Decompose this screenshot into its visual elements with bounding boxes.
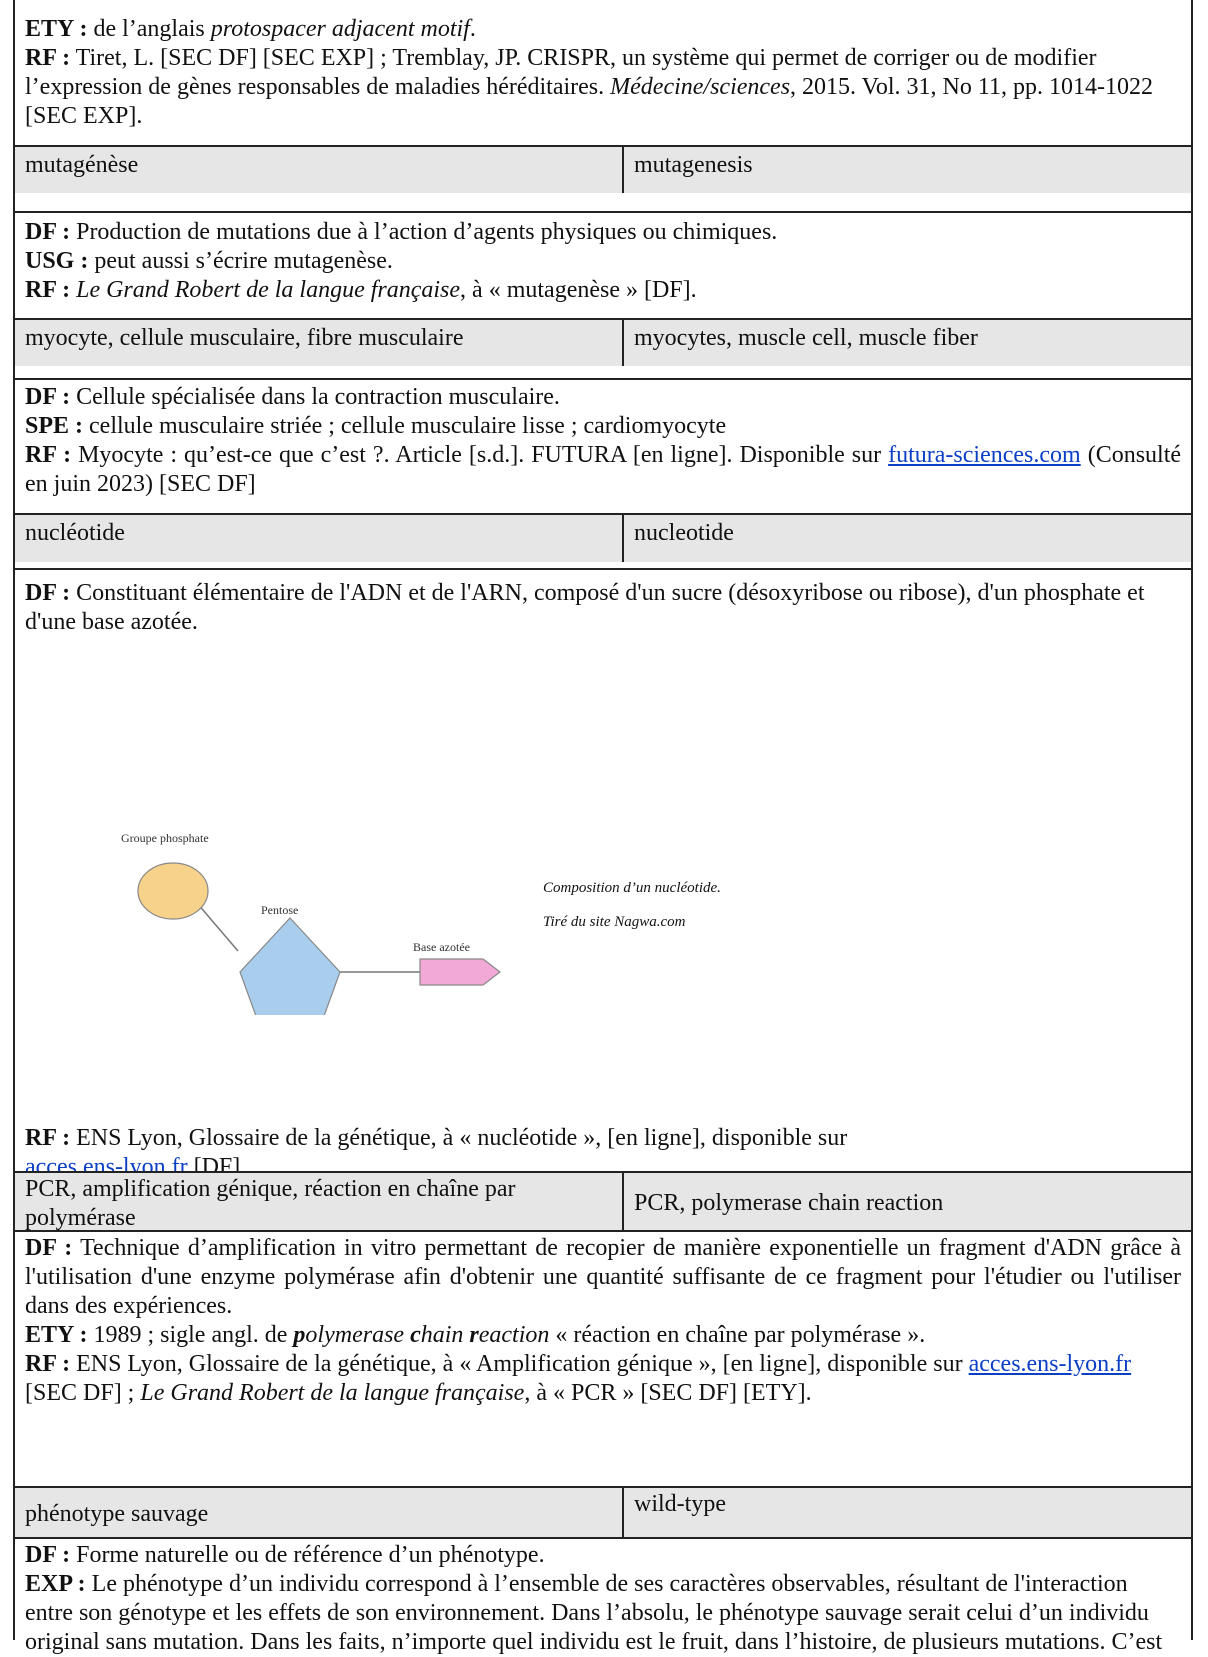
entry-pam-details: ETY : de l’anglais protospacer adjacent …: [15, 0, 1191, 145]
df-line: DF : Forme naturelle ou de référence d’u…: [25, 1542, 545, 1568]
rf-line: RF : ENS Lyon, Glossaire de la génétique…: [25, 1351, 1132, 1406]
term-row-phenotype: phénotype sauvage wild-type: [15, 1486, 1191, 1539]
term-fr: phénotype sauvage: [15, 1488, 624, 1539]
nucleotide-diagram: Groupe phosphate Pentose Base azotée: [121, 831, 501, 1015]
term-en: PCR, polymerase chain reaction: [634, 1190, 944, 1216]
term-fr: PCR, amplification génique, réaction en …: [15, 1173, 624, 1232]
term-row-pcr: PCR, amplification génique, réaction en …: [15, 1171, 1191, 1232]
entry-myocyte: DF : Cellule spécialisée dans la contrac…: [15, 378, 1191, 515]
phosphate-label: Groupe phosphate: [121, 831, 209, 845]
term-row-nucleotide: nucléotide nucleotide: [15, 513, 1191, 562]
entry-phenotype: DF : Forme naturelle ou de référence d’u…: [15, 1537, 1191, 1657]
term-row-myocyte: myocyte, cellule musculaire, fibre muscu…: [15, 318, 1191, 366]
term-en: myocytes, muscle cell, muscle fiber: [634, 325, 978, 351]
term-en: wild-type: [634, 1491, 726, 1517]
nitrogen-base-shape: [419, 958, 501, 986]
rf-line: RF : ENS Lyon, Glossaire de la génétique…: [25, 1125, 848, 1180]
usg-line: USG : peut aussi s’écrire mutagenèse.: [25, 248, 393, 274]
rf-line: RF : Tiret, L. [SEC DF] [SEC EXP] ; Trem…: [25, 45, 1153, 129]
term-en: mutagenesis: [634, 152, 753, 178]
pentose-label: Pentose: [261, 903, 298, 917]
ens-link[interactable]: acces.ens-lyon.fr: [968, 1351, 1132, 1377]
futura-link[interactable]: futura-sciences.com: [888, 442, 1081, 468]
glossary-table: ETY : de l’anglais protospacer adjacent …: [13, 0, 1193, 1655]
df-line: DF : Technique d’amplification in vitro …: [25, 1235, 1181, 1319]
df-line: DF : Production de mutations due à l’act…: [25, 219, 778, 245]
term-en: nucleotide: [634, 520, 734, 546]
exp-line: EXP : Le phénotype d’un individu corresp…: [25, 1571, 1163, 1655]
ety-line: ETY : 1989 ; sigle angl. de polymerase c…: [25, 1322, 926, 1348]
entry-mutagenese: DF : Production de mutations due à l’act…: [15, 211, 1191, 319]
entry-nucleotide-rf: RF : ENS Lyon, Glossaire de la génétique…: [15, 1114, 1191, 1180]
term-row-mutagenese: mutagénèse mutagenesis: [15, 145, 1191, 193]
pentose-shape: [239, 917, 341, 1015]
term-fr: myocyte, cellule musculaire, fibre muscu…: [15, 320, 624, 366]
base-label: Base azotée: [413, 940, 470, 954]
term-fr: mutagénèse: [15, 147, 624, 193]
rf-line: RF : Myocyte : qu’est-ce que c’est ?. Ar…: [25, 442, 1182, 497]
term-fr: nucléotide: [15, 515, 624, 562]
df-line: DF : Cellule spécialisée dans la contrac…: [25, 384, 560, 410]
spe-line: SPE : cellule musculaire striée ; cellul…: [25, 413, 727, 439]
entry-pcr: DF : Technique d’amplification in vitro …: [15, 1230, 1191, 1505]
figure-caption: Composition d’un nucléotide. Tiré du sit…: [543, 880, 721, 930]
entry-nucleotide: DF : Constituant élémentaire de l'ADN et…: [15, 568, 1191, 1115]
ety-line: ETY : de l’anglais protospacer adjacent …: [25, 16, 476, 42]
rf-line: RF : Le Grand Robert de la langue frança…: [25, 277, 697, 303]
phosphate-group: [137, 862, 209, 920]
df-line: DF : Constituant élémentaire de l'ADN et…: [25, 580, 1145, 635]
